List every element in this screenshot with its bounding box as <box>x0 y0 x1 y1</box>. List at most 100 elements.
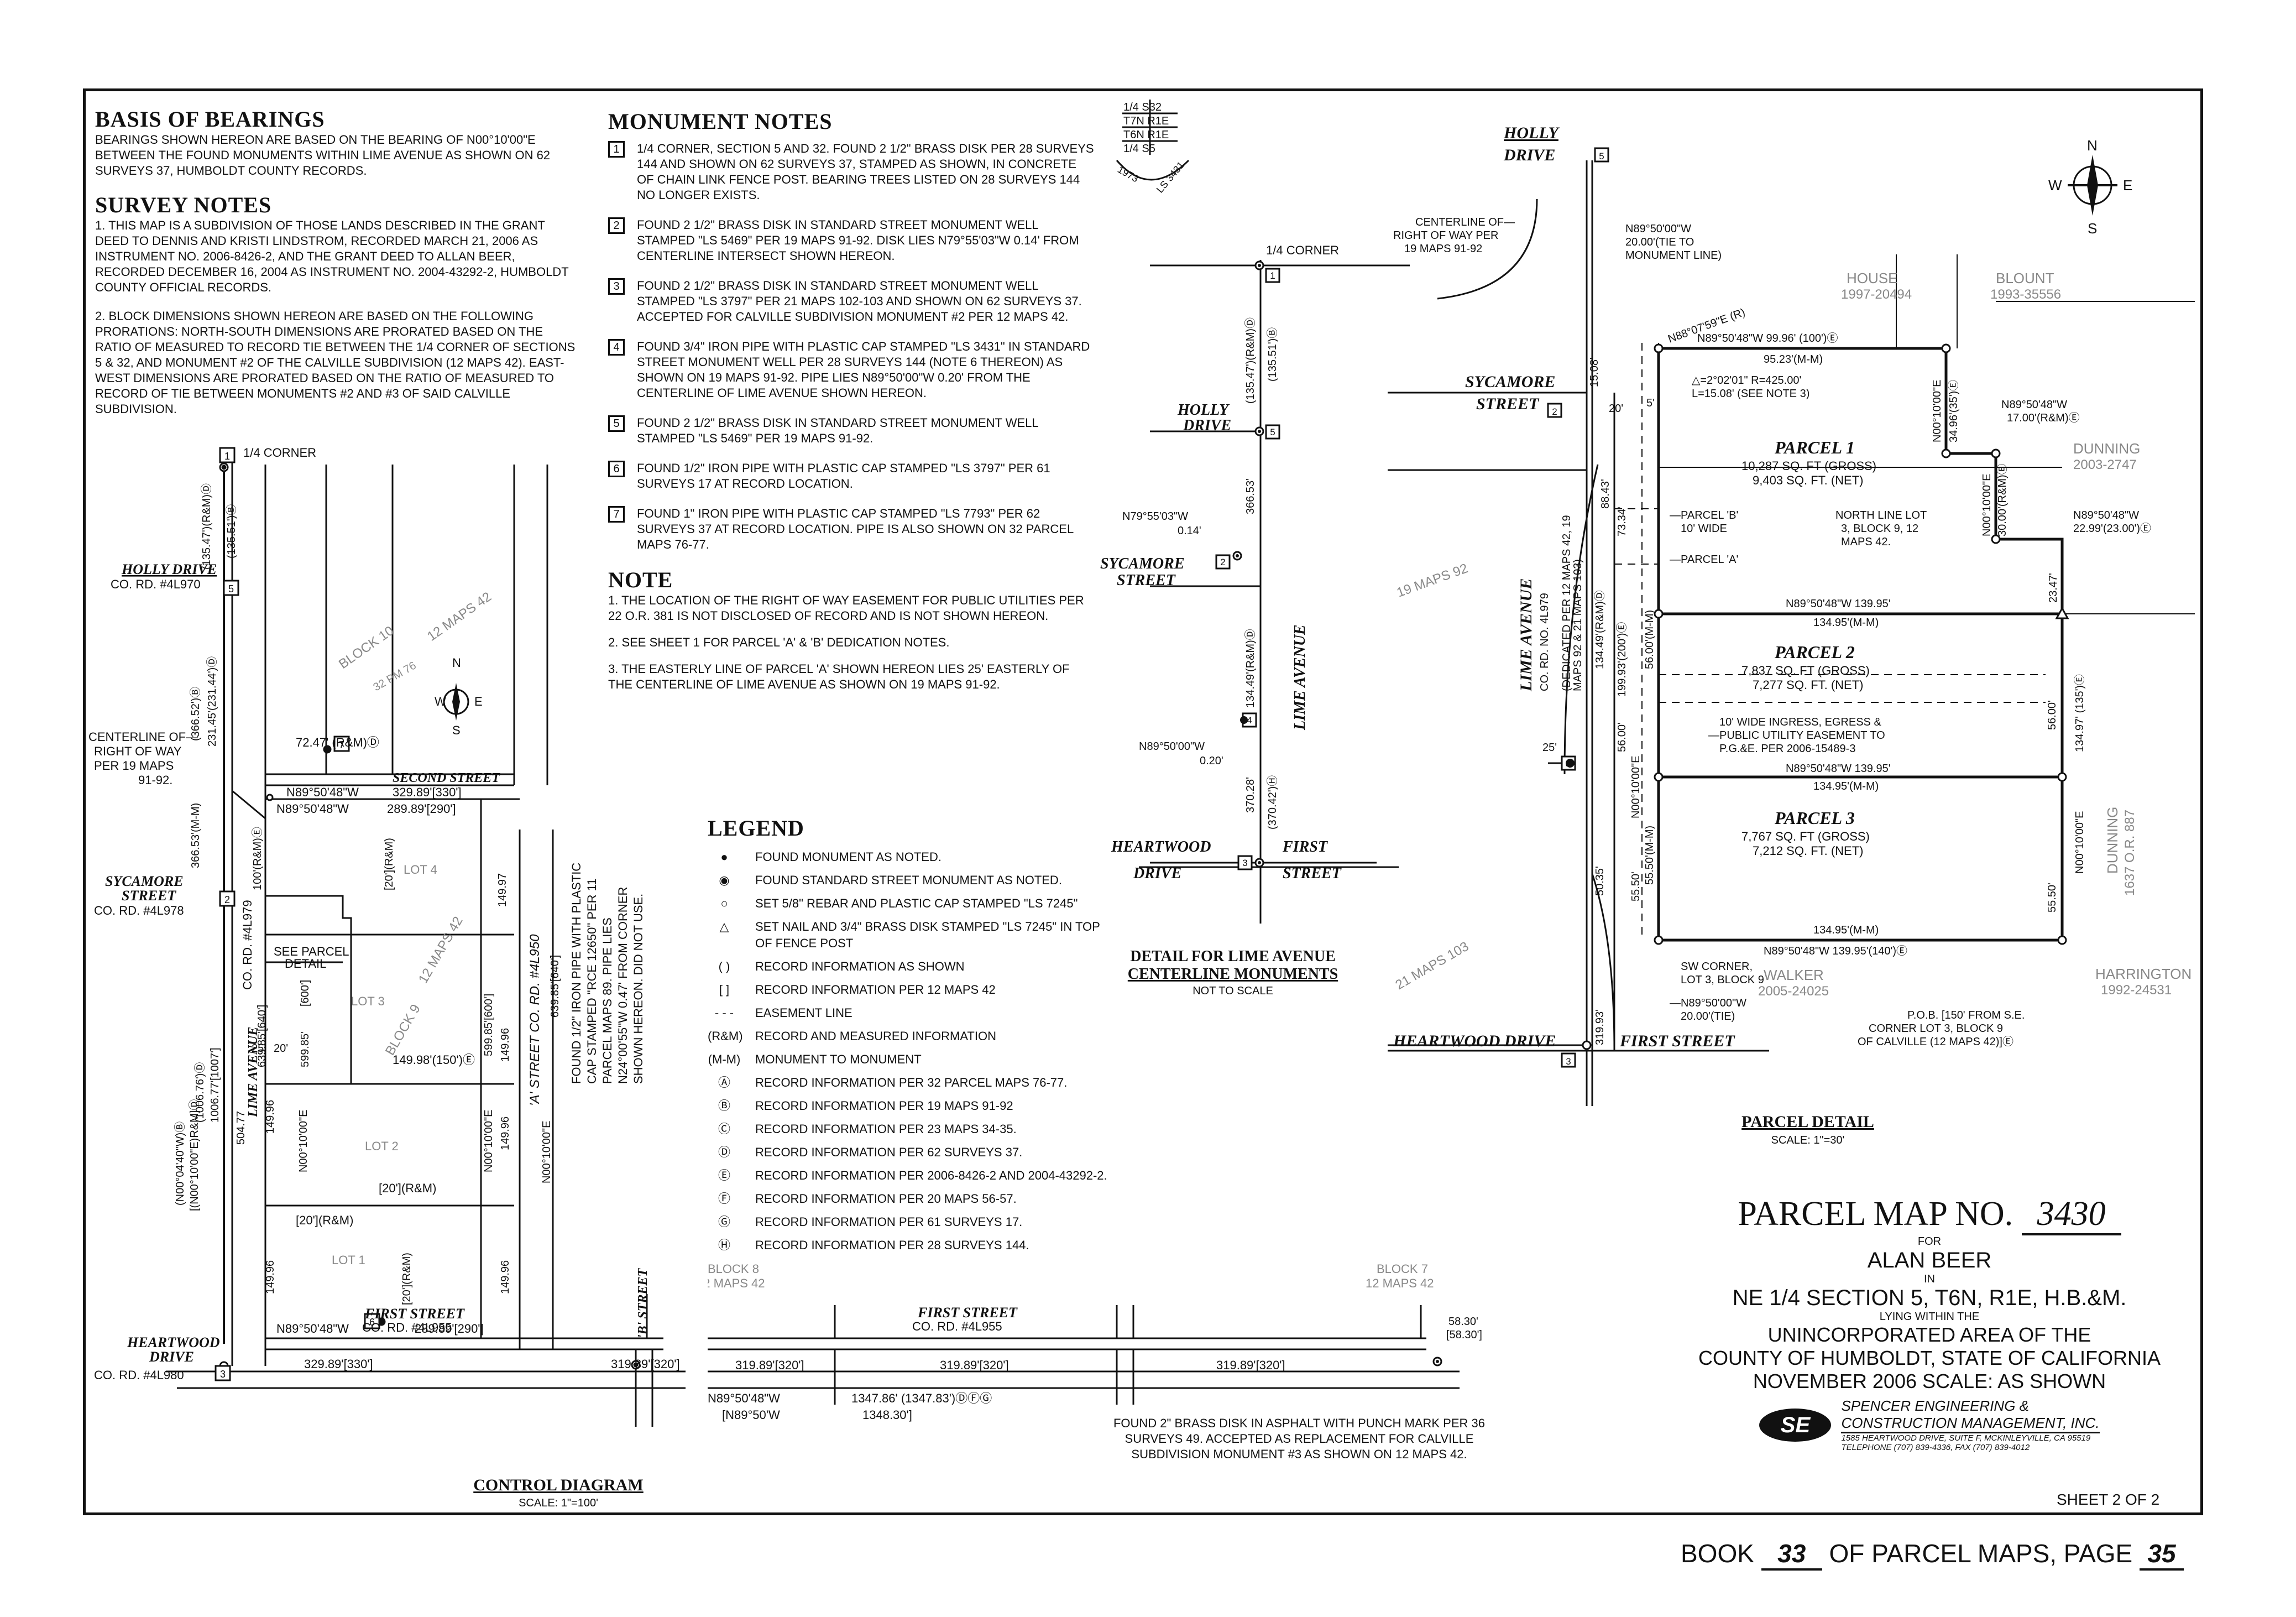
survey-note-2: 2. BLOCK DIMENSIONS SHOWN HEREON ARE BAS… <box>95 309 576 416</box>
pob-note: P.O.B. [150' FROM S.E. <box>1907 1009 2025 1021</box>
legend-symbol: ● <box>720 850 728 864</box>
north-arrow: N S W E <box>2048 137 2132 237</box>
dim-label: 366.53'(M-M) <box>190 803 202 868</box>
pob-note: CORNER LOT 3, BLOCK 9 <box>1869 1023 2003 1035</box>
dim-label: 599.85'[600'] <box>483 994 495 1056</box>
lime-avenue-label: LIME AVENUE <box>1517 578 1535 692</box>
centerline-note-3: PER 19 MAPS <box>94 759 174 773</box>
maps-103-label: 21 MAPS 103 <box>1393 939 1472 993</box>
control-diagram-east: BLOCK 8 12 MAPS 42 BLOCK 7 12 MAPS 42 FI… <box>708 1262 1482 1405</box>
centerline-note-4: 91-92. <box>138 773 172 787</box>
monument-marker: 5 <box>1270 427 1275 437</box>
legend-item: - - -EASEMENT LINE <box>708 1005 1205 1021</box>
east-letter: E <box>474 695 483 708</box>
north-line-note: NORTH LINE LOT <box>1835 509 1927 521</box>
lot-3-label: LOT 3 <box>351 994 385 1008</box>
monument-text: FOUND 2 1/2" BRASS DISK IN STANDARD STRE… <box>637 218 1079 263</box>
dim-label: 55.50' <box>2046 883 2058 912</box>
dim-label: N79°55'03"W <box>1122 510 1188 523</box>
monument-number: 2 <box>608 217 625 234</box>
monument-marker: 6 <box>369 1317 375 1328</box>
block-10-label: BLOCK 10 <box>336 623 396 672</box>
legend-text: RECORD INFORMATION PER 23 MAPS 34-35. <box>755 1122 1017 1136</box>
sw-corner-note: LOT 3, BLOCK 9 <box>1681 974 1764 986</box>
monument-marker: 2 <box>1220 557 1225 567</box>
dim-label: N89°50'48"W <box>276 1322 349 1336</box>
legend-item: (R&M)RECORD AND MEASURED INFORMATION <box>708 1028 1205 1045</box>
legend-symbol: Ⓒ <box>718 1122 730 1136</box>
dim-label: 134.95'(M-M) <box>1813 924 1879 936</box>
detail-label: DETAIL <box>285 957 326 971</box>
sw-corner-note: SW CORNER, <box>1681 961 1753 973</box>
second-street-label: SECOND STREET <box>393 771 500 785</box>
dim-label: 56.00' <box>1616 722 1628 752</box>
dim-label: 149.98'(150')Ⓔ <box>393 1053 475 1067</box>
dim-label: [20'](R&M) <box>383 838 395 890</box>
monument-marker: 4 <box>1566 759 1571 770</box>
parcel-detail: 5 2 3 4 N S W E HOLLY DRIVE SYCAMORE STR… <box>1388 124 2195 1146</box>
west-letter: W <box>2048 177 2062 194</box>
found-pipe-note-3: PARCEL MAPS 89. PIPE LIES <box>600 917 614 1084</box>
date-scale-label: NOVEMBER 2006 SCALE: AS SHOWN <box>1753 1370 2106 1392</box>
curve-label: L=15.08' (SEE NOTE 3) <box>1692 388 1809 400</box>
survey-title: SURVEY NOTES <box>95 192 272 217</box>
control-diagram: 1 2 3 5 7 6 1/4 CORNER HOLLY DRIVE CO. R… <box>88 446 686 1509</box>
dim-label: 599.85' <box>299 1031 311 1067</box>
sw-tie: —N89°50'00"W <box>1670 997 1746 1009</box>
dim-label: 25' <box>1542 742 1557 754</box>
dim-label: 25' <box>252 1042 266 1055</box>
firm-info: SPENCER ENGINEERING & CONSTRUCTION MANAG… <box>1841 1397 2100 1452</box>
north-line-note: MAPS 42. <box>1841 536 1891 548</box>
bearing-label: N89°50'48"W <box>708 1391 780 1405</box>
dim-label: 20' <box>274 1042 288 1055</box>
legend-item: △SET NAIL AND 3/4" BRASS DISK STAMPED "L… <box>708 919 1205 952</box>
total-dim-label: 1347.86' (1347.83')ⒹⒻⒼ <box>851 1391 992 1405</box>
dim-label: 50.35' <box>1594 866 1606 896</box>
dim-label: 329.89'[330'] <box>304 1357 373 1371</box>
dim-label: [20'](R&M) <box>379 1181 436 1195</box>
centerline-note-2: RIGHT OF WAY <box>94 744 182 758</box>
map-title-text: PARCEL MAP NO. <box>1738 1195 2013 1233</box>
monument-number: 5 <box>608 415 625 432</box>
street-label: STREET <box>1283 865 1342 882</box>
monument-number: 6 <box>608 461 625 477</box>
dim-label: 56.00' <box>2046 700 2058 730</box>
dim-label: 55.50'(M-M) <box>1644 826 1656 885</box>
monument-text: FOUND 1/2" IRON PIPE WITH PLASTIC CAP ST… <box>637 461 1050 491</box>
legend-symbol: △ <box>719 920 729 933</box>
bearing-label: N00°10'00"E <box>2074 811 2086 874</box>
dim-label: 289.89'[290'] <box>415 1322 484 1336</box>
block-7-label: BLOCK 7 <box>1377 1262 1428 1276</box>
bearing-label: N89°50'48"W <box>2001 399 2067 411</box>
west-letter: W <box>435 695 446 708</box>
easement-note: P.G.&E. PER 2006-15489-3 <box>1719 743 1855 755</box>
street-label: STREET <box>1117 572 1176 589</box>
legend-text: RECORD INFORMATION PER 12 MAPS 42 <box>755 983 996 997</box>
monument-marker: 2 <box>1552 406 1557 417</box>
dim-label: N89°50'00"W <box>1139 740 1205 753</box>
legend-symbol: Ⓕ <box>718 1192 730 1206</box>
book-number: 33 <box>1761 1538 1822 1571</box>
parcel-2-gross: 7,837 SQ. FT (GROSS) <box>1741 664 1870 677</box>
centerline-note: RIGHT OF WAY PER <box>1393 229 1498 242</box>
lime-avenue-label: LIME AVENUE <box>1291 624 1309 731</box>
firm-address: 1585 HEARTWOOD DRIVE, SUITE F, MCKINLEYV… <box>1841 1433 2091 1443</box>
dim-label: 5' <box>1646 397 1655 409</box>
monument-marker: 3 <box>1566 1056 1571 1067</box>
street-label: STREET <box>1476 395 1540 413</box>
dim-label: 134.49'(R&M)Ⓓ <box>1244 629 1257 708</box>
easement-note: —PUBLIC UTILITY EASEMENT TO <box>1708 729 1885 742</box>
legend-item: ◉FOUND STANDARD STREET MONUMENT AS NOTED… <box>708 872 1205 889</box>
legend-text: SET 5/8" REBAR AND PLASTIC CAP STAMPED "… <box>755 896 1078 910</box>
dim-label: [600'] <box>299 980 311 1006</box>
dim-label: 73.34' <box>1616 507 1628 536</box>
first-street-label: FIRST STREET <box>1619 1032 1735 1050</box>
street-label: STREET <box>122 888 176 904</box>
a-street-label: 'A' STREET CO. RD. #4L950 <box>527 934 542 1106</box>
legend-symbol: Ⓔ <box>718 1169 730 1182</box>
dim-label: 149.96 <box>499 1028 511 1062</box>
legend-symbol: ○ <box>720 896 728 910</box>
